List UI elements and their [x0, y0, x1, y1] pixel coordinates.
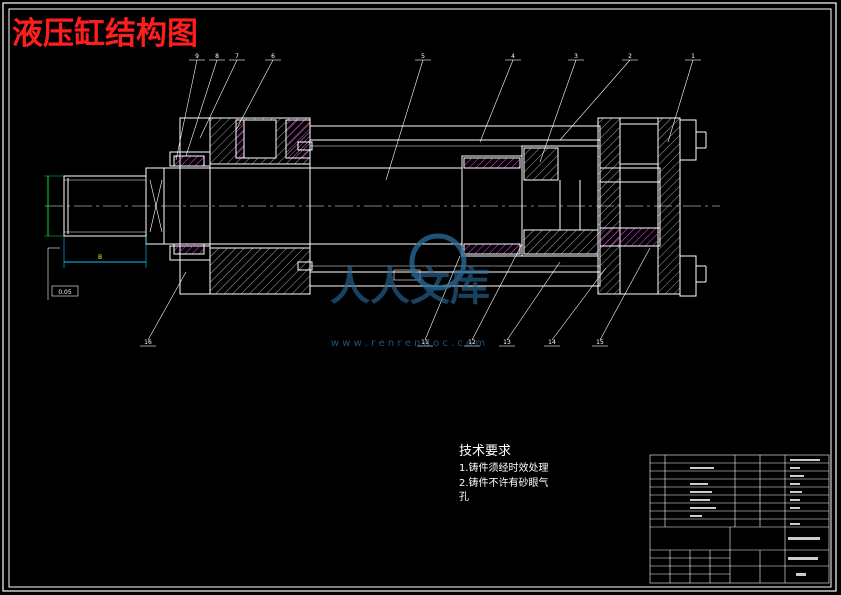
tech-item-1: 1.铸件须经时效处理	[459, 461, 549, 474]
title-block-fill	[690, 459, 820, 576]
tech-item-3: 孔	[459, 491, 469, 503]
leader-lines	[147, 59, 694, 341]
part-label-15: 15	[596, 339, 604, 346]
part-label-14: 14	[548, 339, 556, 346]
part-label-13: 13	[503, 339, 511, 346]
tech-heading: 技术要求	[459, 444, 511, 459]
part-labels-top: 9 8 7 6 5 4 3 2 1	[189, 53, 701, 61]
part-label-6: 6	[271, 53, 275, 60]
part-label-11: 11	[421, 339, 429, 346]
part-label-9: 9	[195, 53, 199, 60]
cylinder-assembly	[44, 117, 720, 300]
width-dim-label: B	[98, 254, 102, 261]
part-label-3: 3	[574, 53, 578, 60]
part-labels-bottom: 16 11 12 13 14 15	[140, 339, 608, 347]
drawing-title: 液压缸结构图	[12, 16, 198, 52]
inner-frame	[8, 8, 832, 588]
part-label-12: 12	[468, 339, 476, 346]
part-label-2: 2	[628, 53, 632, 60]
part-label-4: 4	[511, 53, 515, 60]
rod-nut	[145, 167, 165, 245]
part-label-16: 16	[144, 339, 152, 346]
tech-item-2: 2.铸件不许有砂眼气	[459, 476, 549, 489]
watermark-url: w w w . r e n r e n d o c . c o m	[331, 338, 485, 349]
front-end-cap	[179, 117, 211, 295]
watermark-logo-icon	[409, 233, 467, 291]
tolerance-label: 0.05	[58, 289, 72, 296]
part-label-1: 1	[691, 53, 695, 60]
part-label-5: 5	[421, 53, 425, 60]
watermark-brand: 人人文库	[330, 264, 490, 310]
watermark: 人人文库 w w w . r e n r e n d o c . c o m	[330, 233, 490, 349]
title-block	[649, 454, 830, 584]
part-label-8: 8	[215, 53, 219, 60]
part-label-7: 7	[235, 53, 239, 60]
